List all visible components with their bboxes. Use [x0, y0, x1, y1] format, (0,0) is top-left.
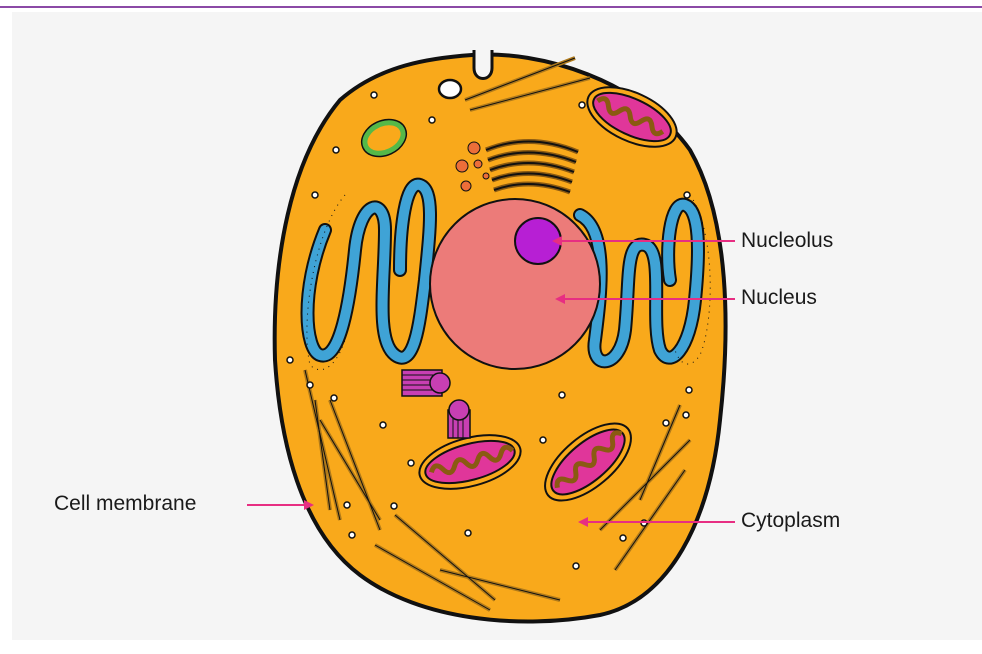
vesicle	[439, 80, 461, 98]
nucleus	[430, 199, 600, 369]
nucleus-label: Nucleus	[741, 286, 817, 310]
cytoplasm-label: Cytoplasm	[741, 509, 840, 533]
centriole-2	[448, 400, 470, 438]
membrane-notch	[474, 50, 492, 79]
centriole-1	[402, 370, 450, 396]
nucleolus-label: Nucleolus	[741, 229, 833, 253]
cell-membrane-label: Cell membrane	[54, 492, 196, 516]
